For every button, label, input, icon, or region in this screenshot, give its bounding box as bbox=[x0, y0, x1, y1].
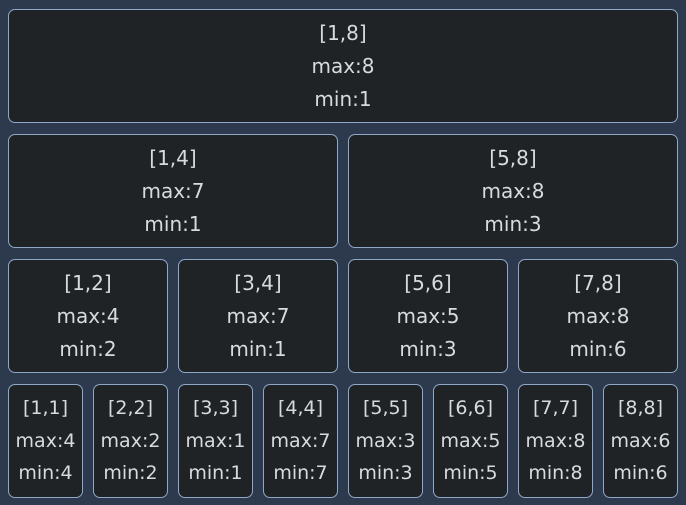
tree-node-4-4: [4,4] max:7 min:7 bbox=[263, 384, 338, 498]
tree-node-1-4: [1,4] max:7 min:1 bbox=[8, 134, 338, 248]
node-max: max:8 bbox=[311, 54, 375, 78]
node-min: min:5 bbox=[443, 462, 498, 485]
node-max: max:8 bbox=[525, 429, 586, 452]
tree-node-5-6: [5,6] max:5 min:3 bbox=[348, 259, 508, 373]
node-range: [1,8] bbox=[319, 21, 367, 45]
tree-node-1-1: [1,1] max:4 min:4 bbox=[8, 384, 83, 498]
node-min: min:2 bbox=[103, 462, 158, 485]
node-max: max:8 bbox=[566, 304, 630, 328]
node-min: min:8 bbox=[528, 462, 583, 485]
node-range: [3,3] bbox=[192, 396, 239, 419]
node-range: [1,2] bbox=[64, 271, 112, 295]
tree-node-1-8: [1,8] max:8 min:1 bbox=[8, 9, 678, 123]
node-min: min:7 bbox=[273, 462, 328, 485]
node-min: min:1 bbox=[188, 462, 243, 485]
tree-node-3-4: [3,4] max:7 min:1 bbox=[178, 259, 338, 373]
node-min: min:1 bbox=[229, 337, 287, 361]
tree-node-1-2: [1,2] max:4 min:2 bbox=[8, 259, 168, 373]
node-min: min:4 bbox=[18, 462, 73, 485]
node-range: [2,2] bbox=[107, 396, 154, 419]
tree-node-3-3: [3,3] max:1 min:1 bbox=[178, 384, 253, 498]
tree-node-6-6: [6,6] max:5 min:5 bbox=[433, 384, 508, 498]
node-max: max:5 bbox=[440, 429, 501, 452]
node-max: max:3 bbox=[355, 429, 416, 452]
node-min: min:3 bbox=[484, 212, 542, 236]
node-range: [7,7] bbox=[532, 396, 579, 419]
node-max: max:7 bbox=[141, 179, 205, 203]
node-min: min:3 bbox=[399, 337, 457, 361]
node-max: max:4 bbox=[56, 304, 120, 328]
node-range: [5,6] bbox=[404, 271, 452, 295]
tree-node-2-2: [2,2] max:2 min:2 bbox=[93, 384, 168, 498]
node-range: [6,6] bbox=[447, 396, 494, 419]
node-range: [3,4] bbox=[234, 271, 282, 295]
node-min: min:1 bbox=[314, 87, 372, 111]
node-max: max:5 bbox=[396, 304, 460, 328]
node-max: max:4 bbox=[15, 429, 76, 452]
node-range: [4,4] bbox=[277, 396, 324, 419]
tree-node-7-8: [7,8] max:8 min:6 bbox=[518, 259, 678, 373]
node-max: max:2 bbox=[100, 429, 161, 452]
node-min: min:1 bbox=[144, 212, 202, 236]
node-range: [1,4] bbox=[149, 146, 197, 170]
node-range: [5,8] bbox=[489, 146, 537, 170]
tree-node-5-5: [5,5] max:3 min:3 bbox=[348, 384, 423, 498]
node-min: min:6 bbox=[569, 337, 627, 361]
node-range: [1,1] bbox=[22, 396, 69, 419]
node-max: max:7 bbox=[270, 429, 331, 452]
node-max: max:6 bbox=[610, 429, 671, 452]
tree-node-7-7: [7,7] max:8 min:8 bbox=[518, 384, 593, 498]
node-min: min:2 bbox=[59, 337, 117, 361]
node-max: max:1 bbox=[185, 429, 246, 452]
node-range: [5,5] bbox=[362, 396, 409, 419]
node-range: [7,8] bbox=[574, 271, 622, 295]
node-min: min:6 bbox=[613, 462, 668, 485]
node-range: [8,8] bbox=[617, 396, 664, 419]
node-min: min:3 bbox=[358, 462, 413, 485]
tree-node-5-8: [5,8] max:8 min:3 bbox=[348, 134, 678, 248]
tree-node-8-8: [8,8] max:6 min:6 bbox=[603, 384, 678, 498]
node-max: max:7 bbox=[226, 304, 290, 328]
node-max: max:8 bbox=[481, 179, 545, 203]
